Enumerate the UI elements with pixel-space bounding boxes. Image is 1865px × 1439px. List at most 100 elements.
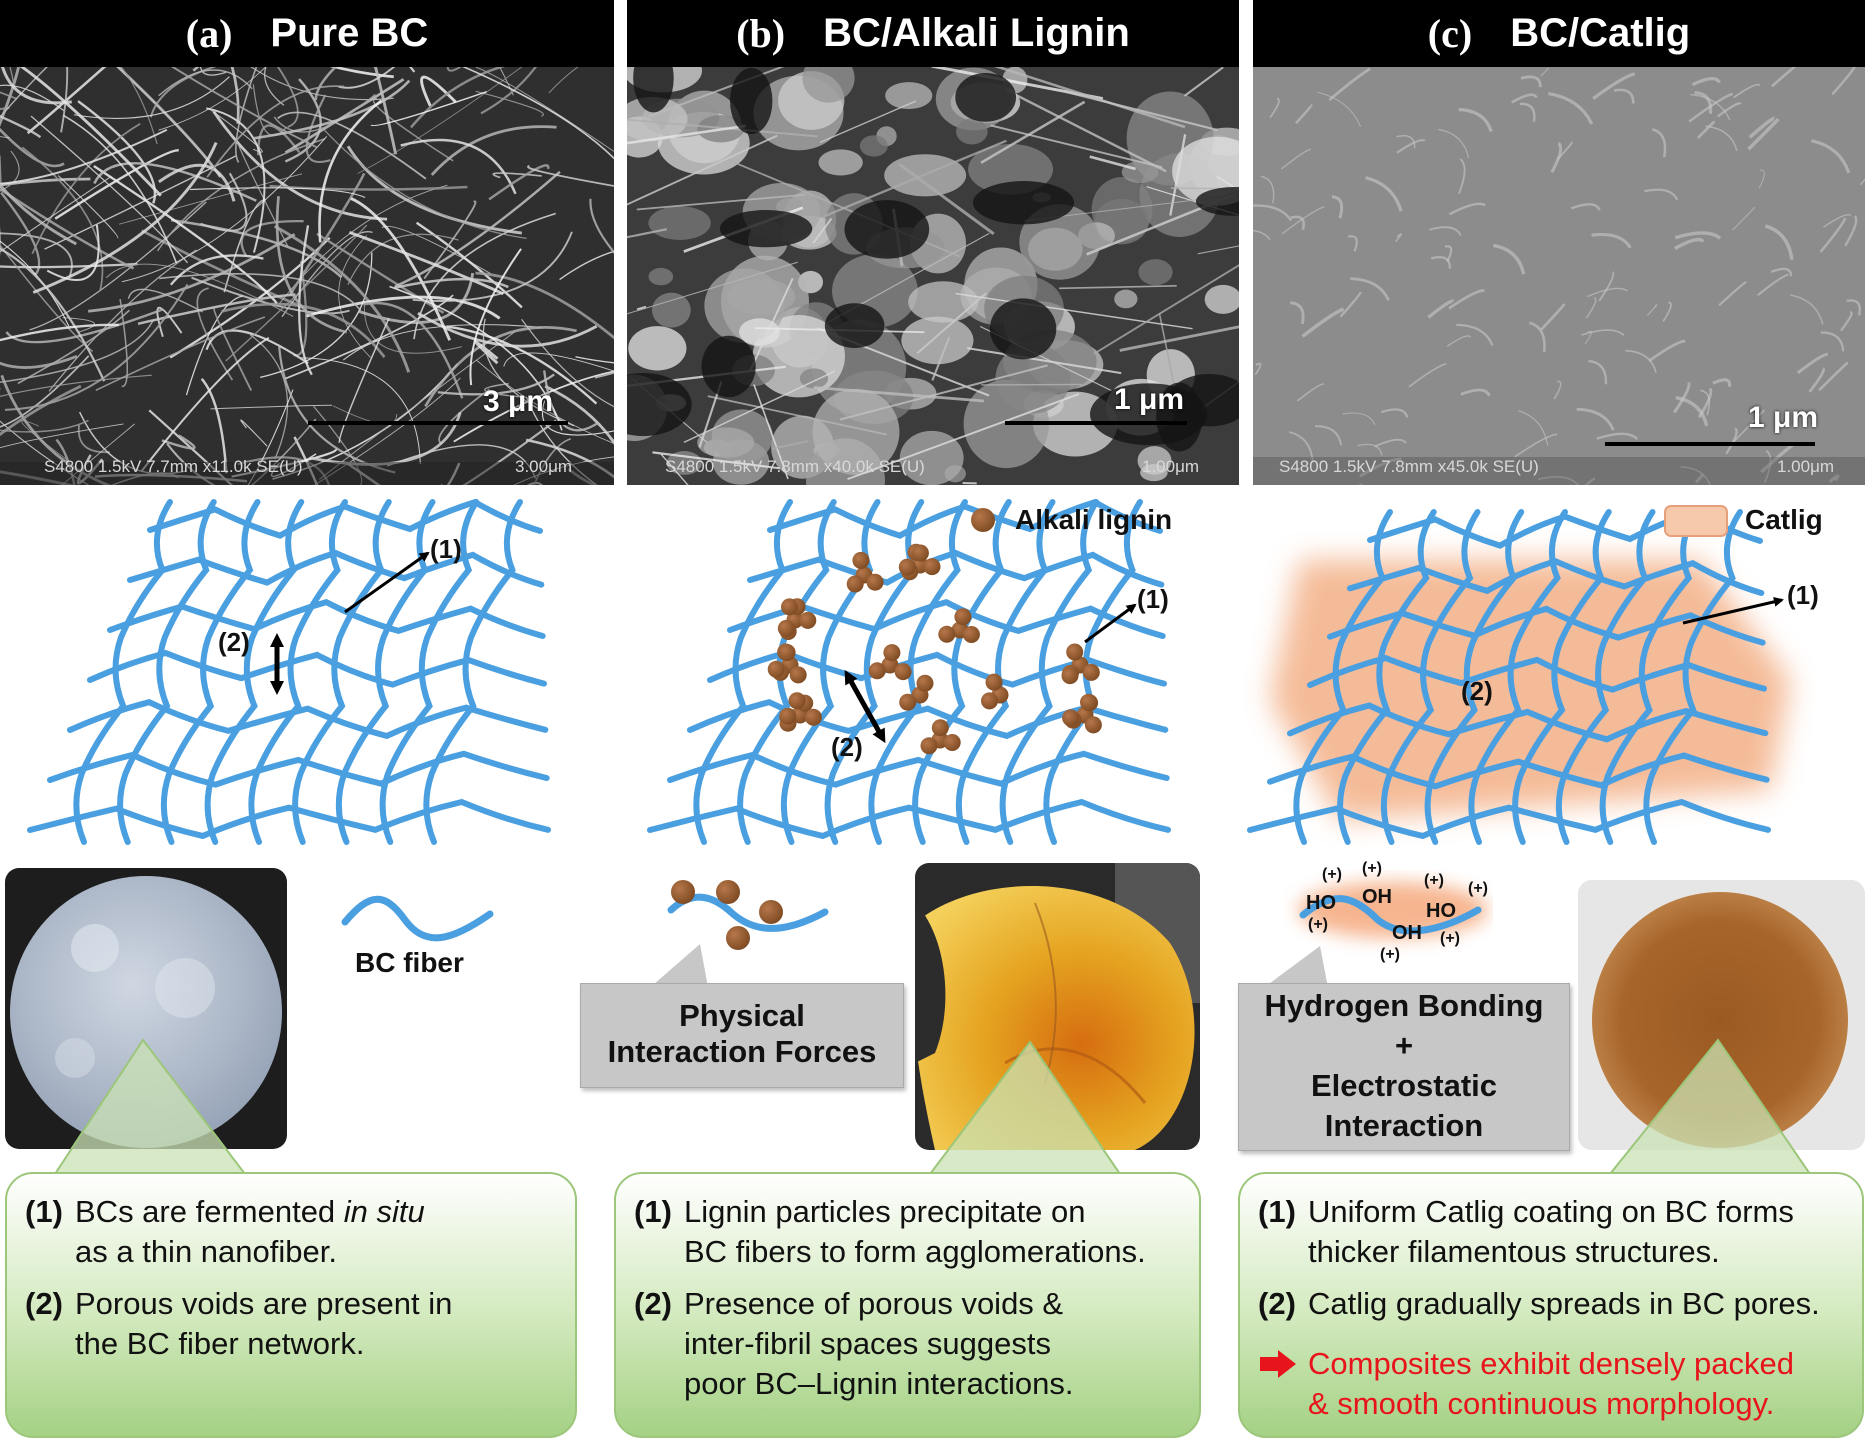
note-a-2-line1: Porous voids are present in xyxy=(75,1286,453,1321)
note-a-1-text: BCs are fermented xyxy=(75,1194,344,1229)
legend-bc-fiber: BC fiber xyxy=(355,947,464,978)
chem-ho-2: HO xyxy=(1426,900,1456,922)
note-a-1-italic: in situ xyxy=(343,1194,425,1229)
electro-line1: Electrostatic xyxy=(1310,1068,1498,1103)
note-b-1-line1: Lignin particles precipitate on xyxy=(684,1194,1086,1229)
network-schematics xyxy=(27,498,1790,845)
sem-image-b: 1 μm S4800 1.5kV 7.8mm x40.0k SE(U) 1.00… xyxy=(627,67,1239,485)
charge-7: (+) xyxy=(1440,930,1460,947)
charge-4: (+) xyxy=(1424,872,1444,889)
sem-fiber-network-a xyxy=(0,67,614,485)
panel-a-header: (a) Pure BC xyxy=(0,0,614,67)
note-b-1: (1) Lignin particles precipitate on BC fib… xyxy=(634,1192,1189,1272)
hbond-line1: Hydrogen Bonding xyxy=(1264,988,1544,1023)
note-a-2-num: (2) xyxy=(25,1286,63,1321)
panel-b-tag: (b) xyxy=(736,11,786,56)
conclusion: Composites exhibit densely packed & smoot… xyxy=(1258,1344,1852,1424)
photo-bc-lignin-film xyxy=(915,863,1200,1150)
legend-alkali-lignin: Alkali lignin xyxy=(1015,504,1173,535)
bc-network-c xyxy=(1247,508,1771,845)
sem-info-right-a: 3.00μm xyxy=(515,457,573,476)
note-b-2-line3: poor BC–Lignin interactions. xyxy=(684,1366,1074,1401)
catlig-coating-glow xyxy=(1270,560,1790,820)
panel-c-tag: (c) xyxy=(1427,11,1473,56)
charge-2: (+) xyxy=(1362,860,1382,877)
scale-bar-a xyxy=(308,421,568,425)
panel-c-header: (c) BC/Catlig xyxy=(1253,0,1865,67)
catlig-legend-swatch xyxy=(1664,505,1728,537)
note-c-1: (1) Uniform Catlig coating on BC forms thi… xyxy=(1258,1192,1852,1272)
hydrogen-bond-chemistry-icon xyxy=(1298,882,1488,938)
electro-line2: Interaction xyxy=(1324,1108,1484,1143)
bc-network-a xyxy=(27,498,551,845)
note-c-1-line2: thicker filamentous structures. xyxy=(1308,1234,1720,1269)
notes-box-c: (1) Uniform Catlig coating on BC forms thi… xyxy=(1238,1172,1864,1438)
panel-a-title: Pure BC xyxy=(270,11,429,55)
arrow-right-icon xyxy=(1258,1344,1308,1384)
scale-label-b: 1 μm xyxy=(1114,383,1185,416)
note-c-2: (2) Catlig gradually spreads in BC pores. xyxy=(1258,1284,1852,1324)
sem-info-left-a: S4800 1.5kV 7.7mm x11.0k SE(U) xyxy=(44,457,303,476)
charge-1: (+) xyxy=(1322,866,1342,883)
conclusion-line2: & smooth continuous morphology. xyxy=(1308,1386,1775,1421)
callout-pointers-green xyxy=(53,1038,1812,1175)
label-1-a: (1) xyxy=(430,534,462,564)
physical-line1: Physical xyxy=(679,998,805,1033)
note-b-2-num: (2) xyxy=(634,1286,672,1321)
note-c-2-line1: Catlig gradually spreads in BC pores. xyxy=(1308,1286,1820,1321)
sem-lignin-agglomerates-b xyxy=(627,67,1239,485)
label-1-c: (1) xyxy=(1787,580,1819,610)
double-arrow-2-b xyxy=(844,669,886,744)
alkali-lignin-legend-icon xyxy=(971,508,995,532)
note-b-2-line2: inter-fibril spaces suggests xyxy=(684,1326,1051,1361)
arrow-1-a xyxy=(344,551,430,614)
sem-image-a: 3 μm S4800 1.5kV 7.7mm x11.0k SE(U) 3.00… xyxy=(0,67,614,485)
charge-5: (+) xyxy=(1468,880,1488,897)
note-b-2-line1: Presence of porous voids & xyxy=(684,1286,1064,1321)
panel-c-title: BC/Catlig xyxy=(1510,11,1691,55)
label-2-a: (2) xyxy=(218,627,250,657)
note-a-2-line2: the BC fiber network. xyxy=(75,1326,365,1361)
plus-line: + xyxy=(1394,1028,1414,1063)
scale-label-c: 1 μm xyxy=(1748,401,1819,434)
scale-label-a: 3 μm xyxy=(483,385,554,418)
sem-info-right-b: 1.00μm xyxy=(1142,457,1200,476)
panel-a-tag: (a) xyxy=(185,11,233,56)
lignin-particles xyxy=(767,543,1102,755)
note-a-1-num: (1) xyxy=(25,1194,63,1229)
charge-6: (+) xyxy=(1380,946,1400,963)
scale-bar-b xyxy=(1005,421,1187,425)
sem-info-left-b: S4800 1.5kV 7.8mm x40.0k SE(U) xyxy=(665,457,925,476)
legend-catlig: Catlig xyxy=(1745,504,1823,535)
chem-oh-2: OH xyxy=(1392,922,1422,944)
label-1-b: (1) xyxy=(1137,584,1169,614)
physical-interaction-icon xyxy=(667,880,829,950)
sem-info-left-c: S4800 1.5kV 7.8mm x45.0k SE(U) xyxy=(1279,457,1539,476)
panel-b-header: (b) BC/Alkali Lignin xyxy=(627,0,1239,67)
charge-3: (+) xyxy=(1308,916,1328,933)
sem-image-c: 1 μm S4800 1.5kV 7.8mm x45.0k SE(U) 1.00… xyxy=(1253,67,1865,485)
panel-b-title: BC/Alkali Lignin xyxy=(823,11,1130,55)
conclusion-line1: Composites exhibit densely packed xyxy=(1308,1346,1794,1381)
notes-box-b: (1) Lignin particles precipitate on BC fib… xyxy=(614,1172,1201,1438)
note-c-2-num: (2) xyxy=(1258,1286,1296,1321)
physical-line2: Interaction Forces xyxy=(607,1034,877,1069)
bc-fiber-legend-icon xyxy=(341,895,494,942)
hydrogen-electrostatic-label: Hydrogen Bonding + Electrostatic Interac… xyxy=(1238,983,1570,1151)
note-b-1-num: (1) xyxy=(634,1194,672,1229)
chem-ho-1: HO xyxy=(1306,892,1336,914)
sem-info-right-c: 1.00μm xyxy=(1777,457,1835,476)
note-a-2: (2) Porous voids are present in the BC fib… xyxy=(25,1284,565,1364)
chem-oh-1: OH xyxy=(1362,886,1392,908)
sem-smooth-coating-c xyxy=(1253,67,1865,485)
note-b-1-line2: BC fibers to form agglomerations. xyxy=(684,1234,1146,1269)
physical-interaction-label: Physical Interaction Forces xyxy=(580,983,904,1088)
scale-bar-c xyxy=(1605,442,1815,446)
note-b-2: (2) Presence of porous voids & inter-fibri… xyxy=(634,1284,1189,1404)
note-c-1-num: (1) xyxy=(1258,1194,1296,1229)
note-c-1-line1: Uniform Catlig coating on BC forms xyxy=(1308,1194,1794,1229)
note-a-1-line2: as a thin nanofiber. xyxy=(75,1234,337,1269)
arrow-1-c xyxy=(1682,596,1784,625)
